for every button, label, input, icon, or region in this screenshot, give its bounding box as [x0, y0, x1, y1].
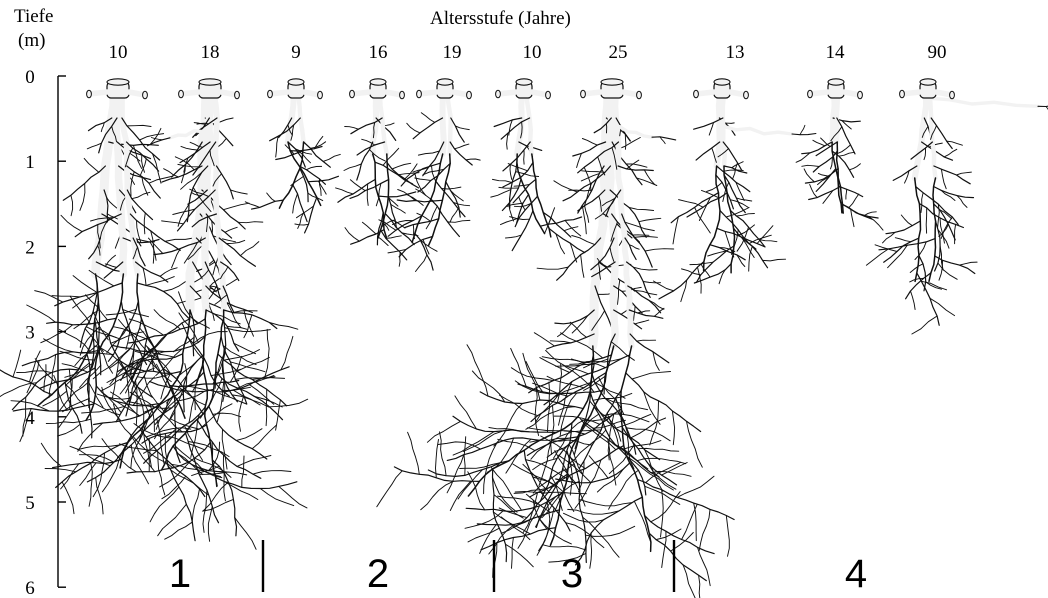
age-label: 10 [523, 42, 542, 63]
age-label: 10 [109, 42, 128, 63]
group-label: 2 [367, 552, 389, 596]
depth-tick-label: 6 [25, 578, 35, 598]
group-label: 4 [845, 552, 867, 596]
root-system [653, 79, 816, 302]
age-label: 25 [609, 42, 628, 63]
age-label: 16 [369, 42, 388, 63]
depth-label: Tiefe [14, 6, 53, 27]
age-label: 18 [201, 42, 220, 63]
age-label: 9 [291, 42, 301, 63]
age-label: 14 [826, 42, 846, 63]
root-system [491, 79, 585, 262]
depth-tick-label: 2 [25, 237, 35, 258]
depth-tick-label: 3 [25, 323, 35, 344]
root-system [336, 79, 424, 266]
age-axis-title: Altersstufe (Jahre) [430, 8, 571, 29]
group-label: 1 [169, 552, 191, 596]
root-system [866, 79, 1048, 334]
age-label: 90 [928, 42, 947, 63]
root-system [377, 79, 734, 598]
root-system [41, 79, 307, 550]
age-label: 13 [726, 42, 745, 63]
root-system [245, 79, 340, 233]
group-labels: 1 2 3 4 [169, 552, 867, 596]
root-system [379, 79, 480, 272]
depth-tick-label: 0 [25, 67, 35, 88]
group-label: 3 [561, 552, 583, 596]
age-label: 19 [443, 42, 462, 63]
root-drawings [0, 79, 1048, 598]
age-labels: 10 18 9 16 19 10 25 13 14 90 [109, 42, 947, 63]
depth-tick-label: 1 [25, 152, 35, 173]
depth-tick-label: 5 [25, 493, 35, 514]
root-system [796, 79, 883, 230]
depth-unit-label: (m) [18, 30, 45, 51]
group-separators [263, 540, 674, 592]
